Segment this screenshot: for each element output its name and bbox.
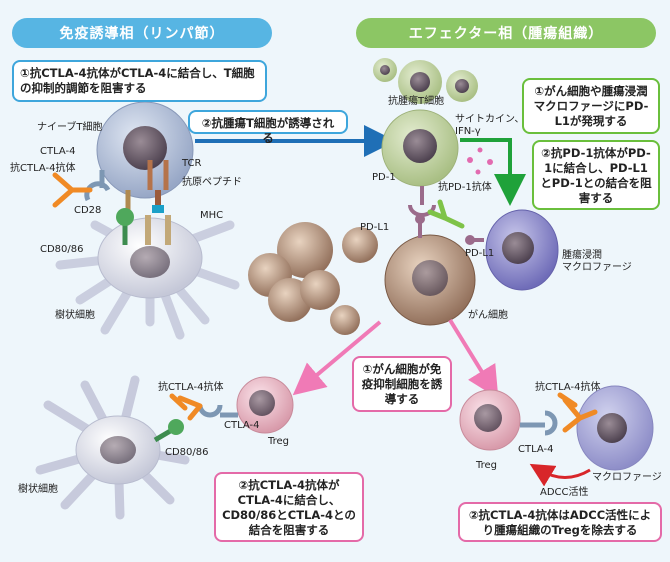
label-tam-2: マクロファージ (562, 262, 632, 273)
phase-header-induction: 免疫誘導相（リンパ節） (12, 18, 272, 48)
label-dendritic-bl: 樹状細胞 (18, 484, 58, 495)
label-ifn: IFN-γ (455, 126, 481, 137)
label-cd28: CD28 (74, 205, 102, 216)
label-adcc: ADCC活性 (540, 487, 589, 498)
phase-header-effector: エフェクター相（腫瘍組織） (356, 18, 656, 48)
label-macrophage-br: マクロファージ (592, 472, 662, 483)
callout-induction-2: ②抗腫瘍T細胞が誘導される (188, 110, 348, 145)
label-cytokine: サイトカイン、 (455, 114, 525, 125)
label-tcr: TCR (182, 158, 202, 169)
label-mhc: MHC (200, 210, 224, 221)
callout-induction-1: ①抗CTLA-4抗体がCTLA-4に結合し、T細胞の抑制的調節を阻害する (12, 60, 267, 102)
label-pdl1-right: PD-L1 (465, 248, 495, 259)
macrophage-bottom-right (557, 385, 654, 471)
label-treg-bl: Treg (268, 436, 290, 447)
cancer-cell-cluster (248, 214, 476, 335)
treg-bottom-left (169, 376, 294, 434)
label-anti-ctla4-br: 抗CTLA-4抗体 (535, 382, 601, 393)
callout-treg-block: ②抗CTLA-4抗体がCTLA-4に結合し、CD80/86とCTLA-4との結合… (214, 472, 364, 542)
treg-bottom-right (459, 389, 558, 451)
label-treg-br: Treg (476, 460, 498, 471)
dendritic-cell-top (55, 217, 240, 340)
label-ctla4-bl: CTLA-4 (224, 420, 260, 431)
anti-pd1-antibody (427, 199, 465, 229)
adcc-arrow (529, 463, 591, 487)
label-tam-1: 腫瘍浸潤 (562, 250, 602, 261)
tumor-macrophage (465, 209, 559, 291)
label-ctla4-br: CTLA-4 (518, 444, 554, 455)
naive-t-cell (96, 101, 194, 199)
label-anti-tumor-t: 抗腫瘍T細胞 (388, 96, 445, 107)
label-pdl1-left: PD-L1 (360, 222, 390, 233)
label-ctla4-top: CTLA-4 (40, 146, 76, 157)
label-antigen-peptide: 抗原ペプチド (182, 177, 242, 188)
label-cd80-86-bl: CD80/86 (165, 447, 209, 458)
label-cd80-86-top: CD80/86 (40, 244, 84, 255)
label-pd1: PD-1 (372, 172, 396, 183)
label-cancer-cell: がん細胞 (468, 310, 508, 321)
small-t-cells (373, 58, 478, 104)
label-anti-ctla4-bl: 抗CTLA-4抗体 (158, 382, 224, 393)
label-anti-pd1: 抗PD-1抗体 (438, 182, 492, 193)
callout-treg-induce: ①がん細胞が免疫抑制細胞を誘導する (352, 356, 452, 412)
dendritic-cell-bottom (35, 375, 190, 520)
callout-pd1-block: ②抗PD-1抗体がPD-1に結合し、PD-L1とPD-1との結合を阻害する (532, 140, 660, 210)
callout-pdl1-expression: ①がん細胞や腫瘍浸潤マクロファージにPD-L1が発現する (522, 78, 660, 134)
green-arrow (460, 138, 526, 206)
pink-arrow-right (448, 318, 499, 399)
label-anti-ctla4-top: 抗CTLA-4抗体 (10, 163, 76, 174)
label-dendritic-top: 樹状細胞 (55, 310, 95, 321)
pink-arrow-left (292, 320, 382, 396)
callout-treg-adcc: ②抗CTLA-4抗体はADCC活性により腫瘍組織のTregを除去する (458, 502, 662, 542)
label-naive-t-cell: ナイーブT細胞 (37, 122, 103, 133)
receptors-top-left (52, 160, 171, 245)
